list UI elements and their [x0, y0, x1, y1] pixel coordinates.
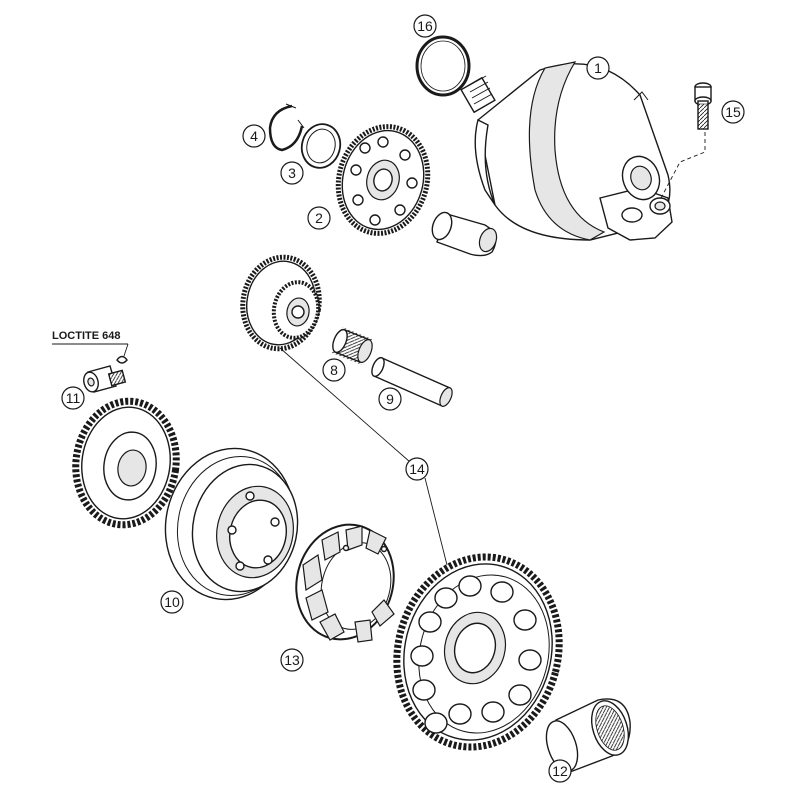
o-ring-part [415, 35, 471, 97]
bolt-leader-line [659, 132, 706, 201]
callout-3: 3 [280, 161, 304, 185]
callout-13-number: 13 [284, 652, 300, 668]
callout-1: 1 [586, 56, 610, 80]
callout-12-number: 12 [552, 763, 568, 779]
needle-bearing-part [331, 327, 373, 365]
callout-2-number: 2 [315, 210, 323, 226]
callout-4: 4 [242, 124, 266, 148]
callout-3-number: 3 [288, 165, 296, 181]
callout-2: 2 [307, 206, 331, 230]
callout-16-number: 16 [417, 18, 433, 34]
callout-1-number: 1 [594, 60, 602, 76]
double-gear-part [240, 254, 322, 352]
starter-motor-part [460, 61, 673, 241]
intermediate-gear-part [335, 124, 431, 236]
screw-part [83, 365, 127, 393]
callout-16: 16 [413, 14, 437, 38]
callout-11: 11 [61, 386, 85, 410]
sprag-clutch-part [295, 523, 395, 643]
callout-13: 13 [280, 648, 304, 672]
callout-8: 8 [322, 358, 346, 382]
callout-4-number: 4 [250, 128, 258, 144]
callout-14-leaders [279, 347, 448, 566]
callout-10: 10 [160, 590, 184, 614]
needle-sleeve-part [545, 698, 631, 773]
callout-8-number: 8 [330, 362, 338, 378]
bolt-part [694, 82, 712, 130]
motor-shaft-spline [467, 75, 493, 105]
callout-10-number: 10 [164, 594, 180, 610]
freewheel-housing-part [164, 447, 299, 601]
shaft-pin-part [371, 356, 453, 407]
circlip-part [268, 103, 305, 152]
callout-9-number: 9 [386, 391, 394, 407]
callout-15: 15 [721, 100, 745, 124]
washer-part [300, 123, 342, 169]
callout-9: 9 [378, 387, 402, 411]
callout-15-number: 15 [725, 104, 741, 120]
drive-sprocket-part [72, 397, 180, 529]
sleeve-part [431, 211, 498, 257]
loctite-note-label: LOCTITE 648 [52, 330, 120, 342]
loctite-note: LOCTITE 648 [52, 330, 129, 364]
callout-14-number: 14 [409, 461, 425, 477]
callout-12: 12 [548, 759, 572, 783]
callout-11-number: 11 [66, 390, 81, 406]
callout-14: 14 [405, 457, 429, 481]
ring-gear-part [393, 553, 563, 751]
